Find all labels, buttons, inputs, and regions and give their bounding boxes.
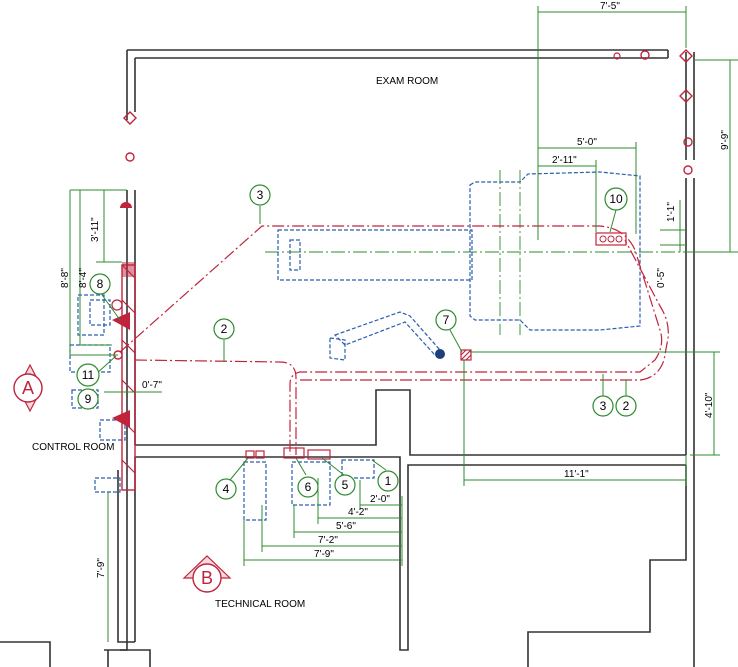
callout-2-lower: 2 [615,395,637,417]
cable-routing [111,49,693,491]
dim-5-6: 5'-6" [336,521,356,532]
cabinet-6 [291,461,331,506]
callout-7: 7 [435,309,457,331]
dim-left-7-9: 7'-9" [96,558,107,578]
patient-table [277,229,473,281]
dim-2-0: 2'-0" [370,494,390,505]
svg-text:6: 6 [305,480,312,494]
dimension-labels: 7'-5" 9'-9" 5'-0" 2'-11" 1'-1" 0'-5" 3'-… [60,1,731,578]
svg-text:A: A [22,378,34,398]
svg-text:8: 8 [97,277,104,291]
dim-8-8: 8'-8" [60,268,71,288]
room-label-technical: TECHNICAL ROOM [215,599,305,610]
wall-conduit [121,264,136,491]
device-marker [112,312,130,330]
callout-leaders [95,206,627,481]
svg-text:3: 3 [257,188,264,202]
svg-text:3: 3 [600,399,607,413]
callout-11: 11 [76,363,100,387]
svg-text:11: 11 [82,368,95,382]
junction-box-10 [595,232,627,246]
callout-5: 5 [334,474,356,496]
callout-9: 9 [77,388,99,410]
dim-4-2: 4'-2" [348,507,368,518]
svg-text:2: 2 [221,322,228,336]
callout-3-lower: 3 [592,395,614,417]
equipment [69,171,641,521]
svg-text:9: 9 [85,392,92,406]
injector-pivot [435,349,445,359]
svg-text:B: B [201,568,213,588]
dimension-lines [69,6,738,642]
svg-text:1: 1 [385,474,392,488]
section-marker-b: B [182,555,232,593]
svg-text:7: 7 [443,313,450,327]
callout-4: 4 [215,478,237,500]
callout-3: 3 [249,184,271,206]
dim-3-11: 3'-11" [90,217,101,242]
callout-10: 10 [604,187,628,211]
callout-6: 6 [297,476,319,498]
callout-8: 8 [89,273,111,295]
dim-4-10: 4'-10" [704,392,715,418]
cabinet-4 [243,461,267,521]
svg-text:5: 5 [342,478,349,492]
room-label-exam: EXAM ROOM [376,76,438,87]
dim-right-height: 9'-9" [720,130,731,150]
svg-text:10: 10 [609,192,623,206]
dim-7-9: 7'-9" [314,549,334,560]
injector-arm [333,311,441,355]
room-label-control: CONTROL ROOM [32,442,114,453]
dim-11-1: 11'-1" [564,469,589,480]
dim-7-2: 7'-2" [318,535,338,546]
cabinet-1 [341,459,375,479]
dim-top-width: 7'-5" [600,1,620,12]
dim-5-0: 5'-0" [577,137,597,148]
dim-2-11: 2'-11" [552,155,577,166]
dim-0-5: 0'-5" [656,268,667,288]
dim-8-4: 8'-4" [78,268,89,288]
callout-1: 1 [377,470,399,492]
callout-2: 2 [213,318,235,340]
section-marker-a: A [13,363,43,413]
dim-1-1: 1'-1" [666,202,677,222]
dim-0-7: 0'-7" [142,380,162,391]
svg-text:2: 2 [623,399,630,413]
svg-text:4: 4 [223,482,230,496]
center-lines [265,170,720,335]
device-marker [112,410,130,428]
